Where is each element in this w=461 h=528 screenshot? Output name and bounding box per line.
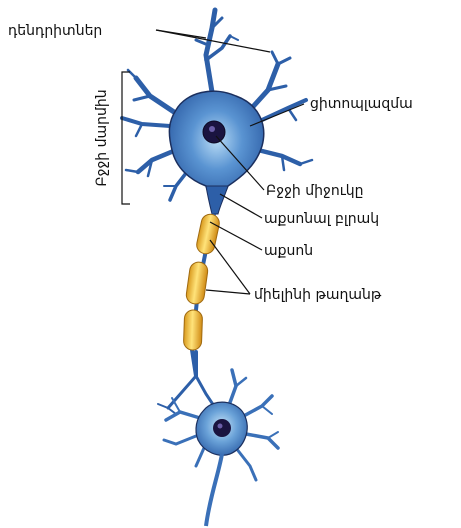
- upper-nucleus: [203, 121, 225, 143]
- upper-nucleolus: [209, 126, 215, 132]
- label-axon: աքսոն: [264, 243, 313, 259]
- label-cytoplasm: ցիտոպլազմա: [310, 96, 413, 112]
- myelin-segment: [185, 261, 209, 305]
- label-myelin-sheath: միելինի թաղանթ: [254, 287, 382, 303]
- axon-terminals: [158, 352, 214, 414]
- lower-nucleolus: [218, 424, 223, 429]
- cell-body-bracket: [122, 72, 130, 204]
- upper-soma: [169, 91, 263, 200]
- lower-axon: [206, 454, 222, 526]
- label-axon-hillock: աքսոնալ բլրակ: [264, 211, 379, 227]
- myelin-segment: [183, 310, 202, 351]
- label-nucleus: Բջջի միջուկը: [266, 183, 364, 199]
- myelin-sheath: [183, 213, 221, 351]
- lower-nucleus: [213, 419, 231, 437]
- axon-hillock: [206, 186, 228, 214]
- label-cell-body: Բջջի մարմին: [94, 89, 110, 186]
- label-dendrites: դենդրիտներ: [8, 23, 102, 39]
